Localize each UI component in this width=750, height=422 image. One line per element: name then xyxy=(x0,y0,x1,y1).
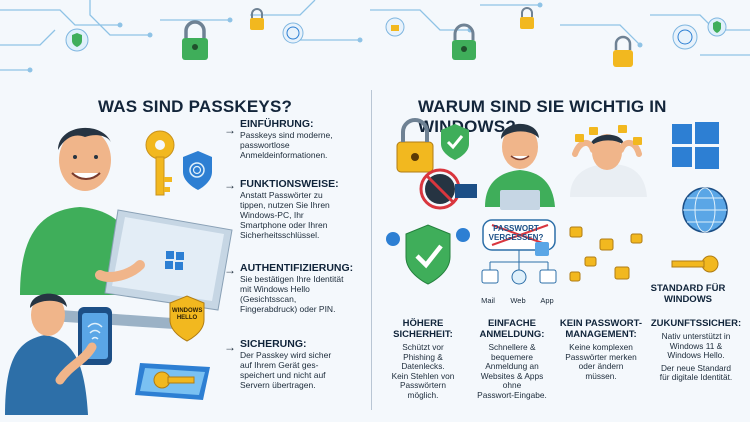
relaxed-person-icon xyxy=(570,125,647,197)
arrow-icon: → xyxy=(224,340,236,354)
golden-key-icon xyxy=(145,130,175,196)
section-introduction: EINFÜHRUNG: Passkeys sind moderne,passwo… xyxy=(240,118,358,160)
center-divider xyxy=(371,90,372,410)
hello-shield-label: WINDOWS HELLO xyxy=(172,308,203,321)
top-icons xyxy=(65,7,727,67)
left-heading: WAS SIND PASSKEYS? xyxy=(98,97,293,116)
section-title: AUTHENTIFIZIERUNG: xyxy=(240,262,354,274)
second-person xyxy=(5,335,88,415)
section-authentication: AUTHENTIFIZIERUNG: Sie bestätigen Ihre I… xyxy=(240,262,358,314)
section-title: FUNKTIONSWEISE: xyxy=(240,178,339,190)
windows-hello-shield-icon xyxy=(169,295,205,342)
section-title: SICHERUNG: xyxy=(240,338,307,350)
many-locks-icon xyxy=(569,226,643,282)
arrow-icon: → xyxy=(224,123,236,137)
lock-shield-hacker-icon xyxy=(396,118,477,210)
arrow-icon: → xyxy=(224,178,236,192)
section-title: EINFÜHRUNG: xyxy=(240,118,314,130)
bubble-text: PASSWORT VERGESSEN? xyxy=(488,224,544,242)
password-forgotten-bubble xyxy=(481,219,557,285)
green-check-shield-icon xyxy=(386,224,470,285)
windows-logo-large-icon xyxy=(672,122,719,169)
windows-logo-icon xyxy=(165,251,184,270)
left-illustration xyxy=(5,127,233,415)
globe-key-icon xyxy=(671,187,728,273)
right-illustration xyxy=(386,118,728,285)
app-label-mail: Mail xyxy=(481,296,495,305)
benefit-no-password-management: KEIN PASSWORT-MANAGEMENT: Keine komplexe… xyxy=(559,318,643,381)
arrow-icon: → xyxy=(224,263,236,277)
fingerprint-shield-icon xyxy=(183,151,212,190)
app-label-web: Web xyxy=(510,296,526,305)
happy-person-icon xyxy=(485,123,555,210)
standard-title: STANDARD FÜR WINDOWS xyxy=(650,283,726,305)
app-label-app: App xyxy=(540,296,554,305)
